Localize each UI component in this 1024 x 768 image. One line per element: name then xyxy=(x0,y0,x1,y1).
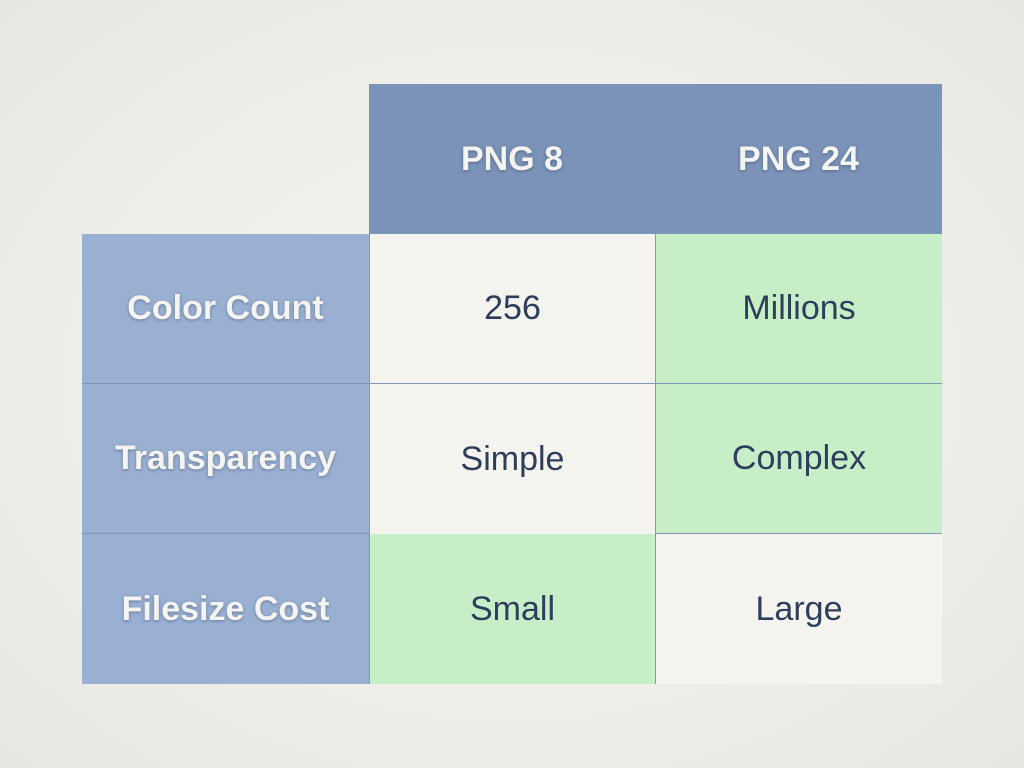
cell-transparency-png8: Simple xyxy=(369,384,655,534)
cell-filesize-cost-png8: Small xyxy=(369,534,655,684)
cell-transparency-png24: Complex xyxy=(655,384,942,534)
row-header-color-count: Color Count xyxy=(82,234,369,384)
cell-color-count-png8: 256 xyxy=(369,234,655,384)
cell-filesize-cost-png24: Large xyxy=(655,534,942,684)
column-header-png24: PNG 24 xyxy=(655,84,942,234)
row-header-transparency: Transparency xyxy=(82,384,369,534)
column-header-png8: PNG 8 xyxy=(369,84,655,234)
cell-color-count-png24: Millions xyxy=(655,234,942,384)
row-header-filesize-cost: Filesize Cost xyxy=(82,534,369,684)
